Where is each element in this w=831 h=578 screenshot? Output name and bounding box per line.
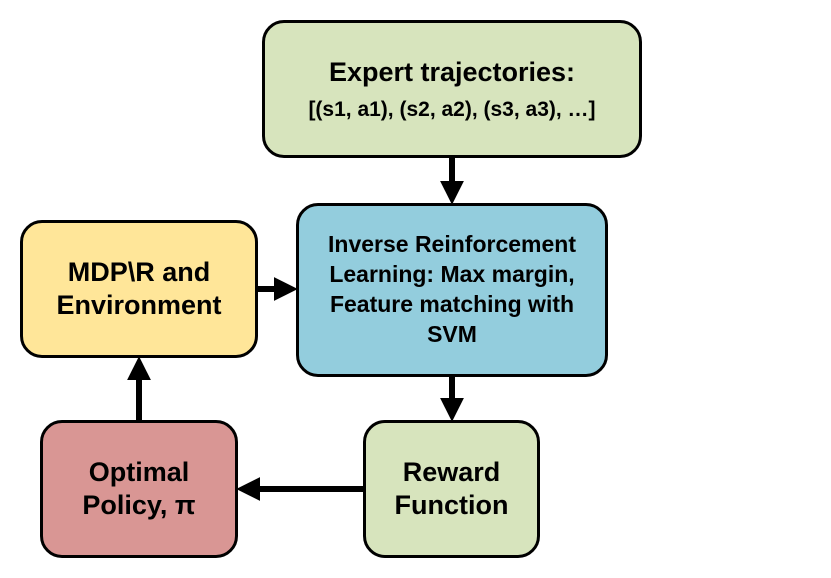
- node-mdp-environment: MDP\R and Environment: [20, 220, 258, 358]
- node-inverse-rl: Inverse Reinforcement Learning: Max marg…: [296, 203, 608, 377]
- irl-line-3: Feature matching with: [329, 291, 575, 317]
- irl-line-2: Learning: Max margin,: [329, 261, 575, 288]
- irl-line-4: SVM: [427, 320, 477, 347]
- expert-title: Expert trajectories:: [328, 56, 576, 87]
- node-optimal-policy: Optimal Policy, π: [40, 420, 238, 558]
- node-expert-trajectories: Expert trajectories: [(s1, a1), (s2, a2)…: [262, 20, 642, 158]
- irl-line-1: Inverse Reinforcement: [328, 231, 576, 258]
- mdp-line-2: Environment: [56, 290, 222, 320]
- policy-line-1: Optimal: [88, 457, 190, 488]
- reward-line-1: Reward: [402, 457, 501, 488]
- expert-trajectory-list: [(s1, a1), (s2, a2), (s3, a3), …]: [308, 97, 596, 121]
- reward-line-2: Function: [394, 490, 509, 520]
- node-reward-function: Reward Function: [363, 420, 540, 558]
- mdp-line-1: MDP\R and: [67, 257, 211, 288]
- policy-line-2: Policy, π: [82, 490, 196, 520]
